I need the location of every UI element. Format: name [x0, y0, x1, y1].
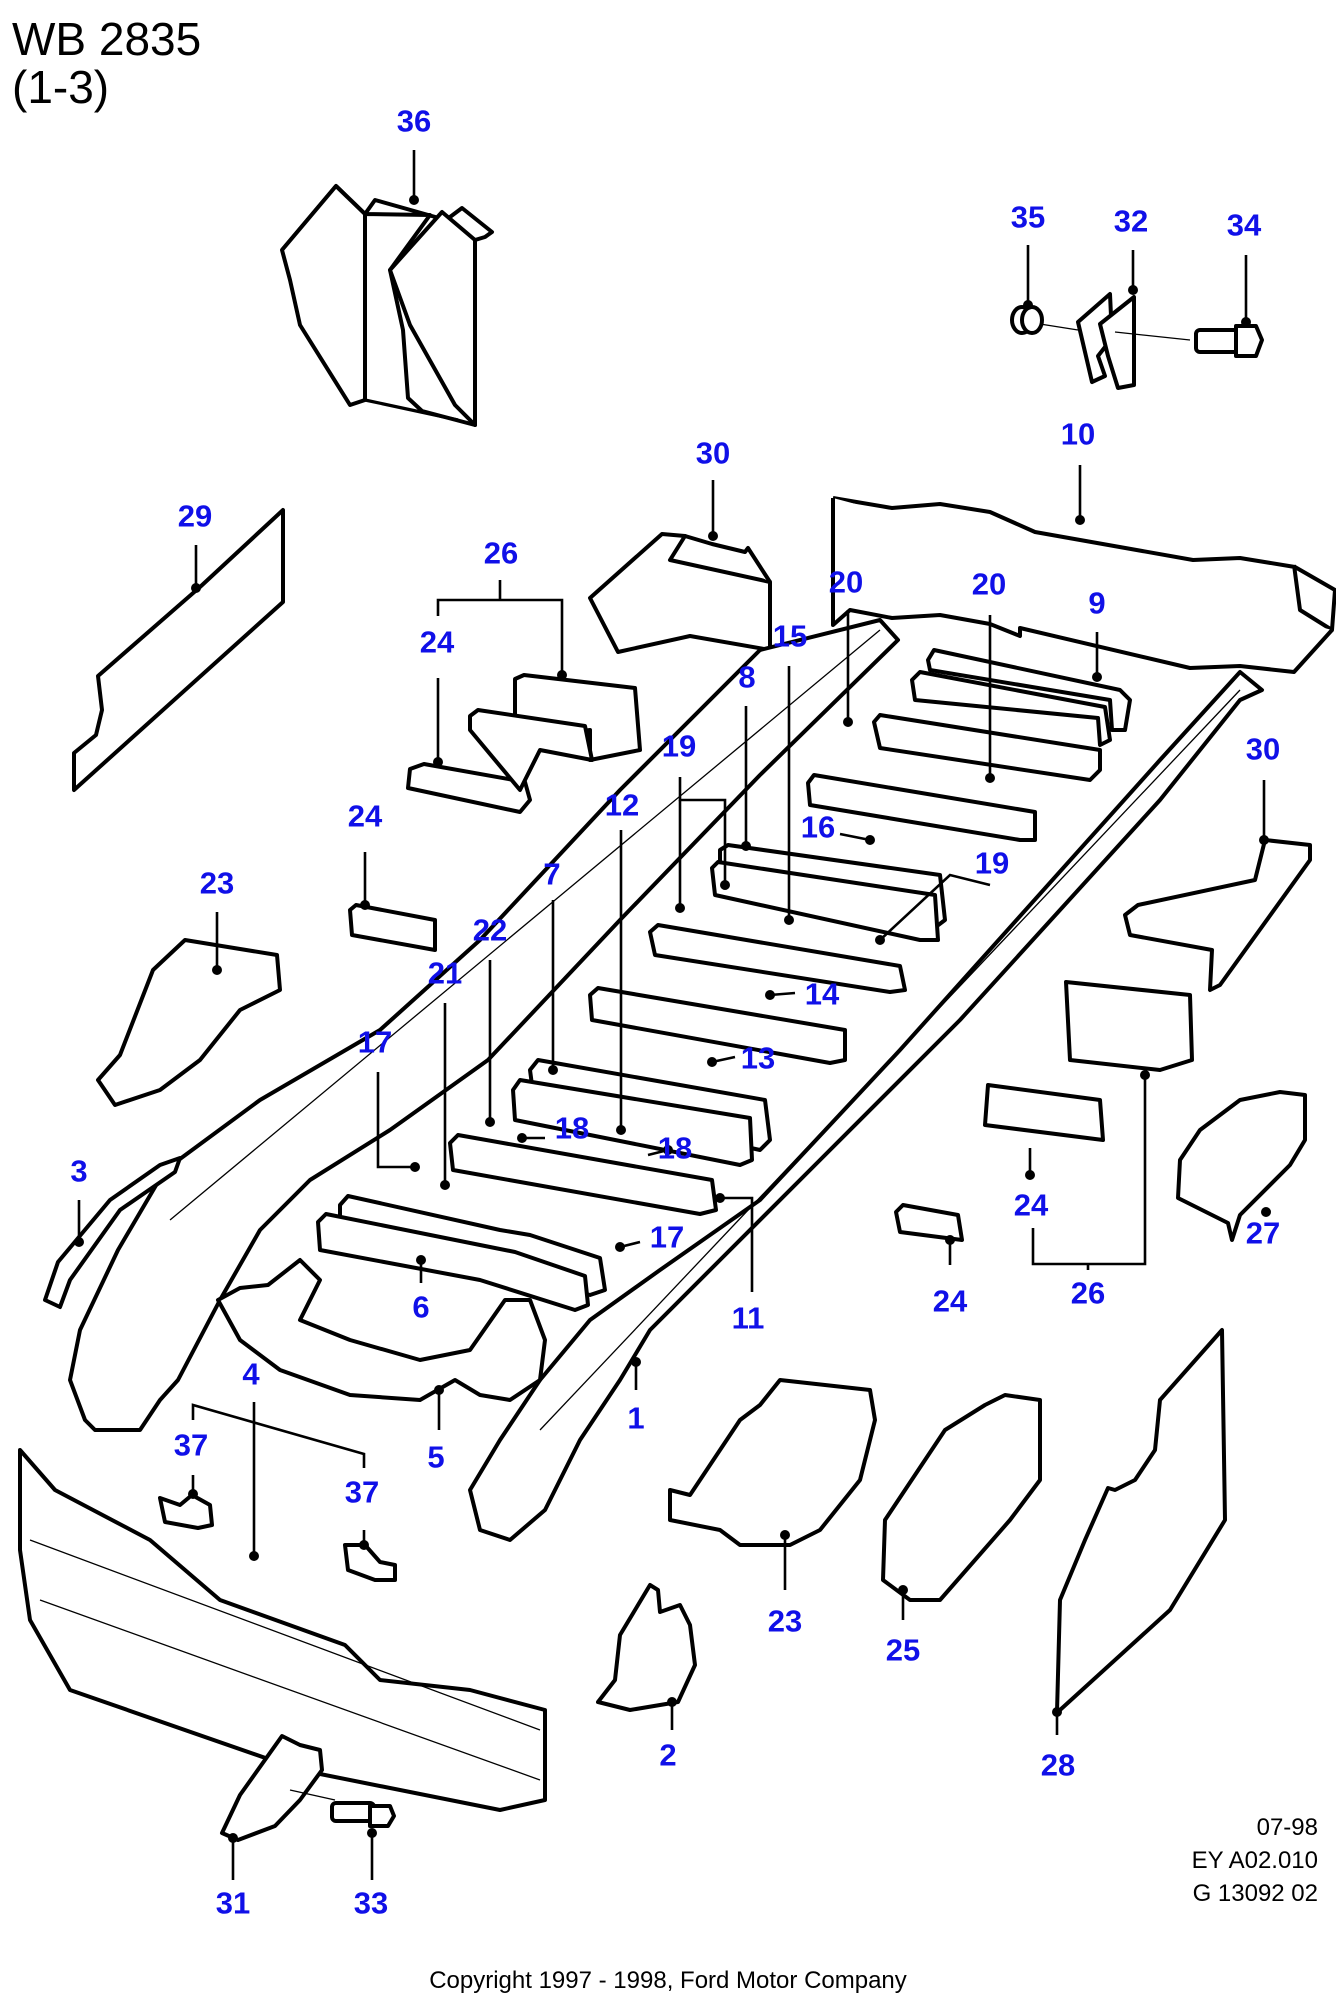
callout-19[interactable]: 19: [661, 728, 697, 764]
part-8-crossmember: [710, 843, 947, 942]
part-37-bracket-left: [158, 1493, 214, 1530]
part-27-bracket: [1176, 1090, 1307, 1242]
part-33-bolt: [330, 1801, 396, 1828]
callout-8[interactable]: 8: [738, 659, 756, 695]
callout-23[interactable]: 23: [199, 865, 235, 901]
part-29-panel: [72, 508, 285, 792]
part-34-bolt: [1194, 324, 1264, 358]
callout-24[interactable]: 24: [419, 624, 455, 660]
callout-17[interactable]: 17: [357, 1024, 393, 1060]
callout-15[interactable]: 15: [772, 618, 808, 654]
diagram-title: WB 2835: [12, 13, 202, 65]
callout-30[interactable]: 30: [1245, 731, 1281, 767]
callout-4[interactable]: 4: [242, 1356, 260, 1392]
part-31-towing-eye: [220, 1734, 336, 1842]
callout-2[interactable]: 2: [659, 1737, 677, 1773]
callout-14[interactable]: 14: [804, 976, 840, 1012]
graphic-id: G 13092 02: [1192, 1880, 1318, 1907]
callout-37[interactable]: 37: [344, 1474, 380, 1510]
part-30-crossmember-top: [588, 532, 772, 654]
callout-27[interactable]: 27: [1245, 1215, 1281, 1251]
part-23-bracket-lower: [668, 1378, 877, 1547]
part-26-crossmember-lower: [983, 980, 1194, 1142]
part-32-bracket: [1039, 292, 1191, 390]
callout-11[interactable]: 11: [731, 1300, 765, 1336]
callout-29[interactable]: 29: [177, 498, 213, 534]
callout-28[interactable]: 28: [1040, 1747, 1076, 1783]
part-10-rear-crossmember: [831, 496, 1336, 674]
callout-33[interactable]: 33: [353, 1885, 389, 1921]
part-24-bracket-small-left: [348, 903, 437, 952]
diagram-subtitle: (1-3): [12, 61, 110, 113]
part-28-side-panel: [1055, 1328, 1227, 1714]
callout-6[interactable]: 6: [412, 1289, 430, 1325]
callout-10[interactable]: 10: [1060, 416, 1096, 452]
callout-13[interactable]: 13: [740, 1040, 776, 1076]
callout-3[interactable]: 3: [70, 1153, 88, 1189]
callout-30[interactable]: 30: [695, 435, 731, 471]
callout-24[interactable]: 24: [932, 1283, 968, 1319]
part-26-crossmember-top: [406, 673, 642, 814]
part-4-front-beam: [18, 1448, 547, 1812]
revision-date: 07-98: [1256, 1814, 1318, 1841]
callout-26[interactable]: 26: [483, 535, 519, 571]
part-23-bracket-upper: [96, 938, 282, 1107]
part-crossmember-upper: [806, 713, 1102, 842]
part-6-crossmember: [316, 1194, 607, 1312]
callout-5[interactable]: 5: [427, 1439, 445, 1475]
callout-23[interactable]: 23: [767, 1603, 803, 1639]
callout-18[interactable]: 18: [657, 1130, 693, 1166]
part-35-nut: [1010, 305, 1044, 335]
callout-37[interactable]: 37: [173, 1427, 209, 1463]
callout-31[interactable]: 31: [215, 1885, 251, 1921]
part-7-crossmember: [511, 1058, 772, 1167]
callout-35[interactable]: 35: [1010, 199, 1046, 235]
callout-26[interactable]: 26: [1070, 1275, 1106, 1311]
callout-19[interactable]: 19: [974, 845, 1010, 881]
part-36-panel: [280, 184, 494, 427]
part-24-bracket-small-right: [894, 1203, 964, 1242]
callout-20[interactable]: 20: [828, 564, 864, 600]
part-3-reinforcement: [43, 1156, 182, 1309]
part-11-crossmember: [448, 1133, 718, 1216]
callout-12[interactable]: 12: [604, 787, 640, 823]
illustration-code: EY A02.010: [1191, 1847, 1318, 1874]
callout-24[interactable]: 24: [1013, 1187, 1049, 1223]
callout-36[interactable]: 36: [396, 103, 432, 139]
part-2-rail-end: [596, 1583, 697, 1712]
callout-22[interactable]: 22: [472, 912, 508, 948]
callout-9[interactable]: 9: [1088, 585, 1106, 621]
callout-7[interactable]: 7: [543, 856, 561, 892]
callout-34[interactable]: 34: [1226, 207, 1262, 243]
callout-17[interactable]: 17: [649, 1219, 685, 1255]
leader-lines: [74, 150, 1271, 1880]
part-37-bracket-right: [343, 1543, 397, 1582]
callout-25[interactable]: 25: [885, 1632, 921, 1668]
callout-24[interactable]: 24: [347, 798, 383, 834]
callout-20[interactable]: 20: [971, 566, 1007, 602]
part-5-suspension-crossmember: [216, 1258, 547, 1402]
part-1-right-side-rail: [468, 670, 1264, 1542]
callout-1[interactable]: 1: [627, 1400, 645, 1436]
part-25-bracket: [881, 1393, 1042, 1602]
copyright-notice: Copyright 1997 - 1998, Ford Motor Compan…: [429, 1967, 907, 1994]
callout-32[interactable]: 32: [1113, 203, 1149, 239]
callout-21[interactable]: 21: [427, 955, 463, 991]
part-12-crossmember: [588, 923, 907, 1065]
callout-16[interactable]: 16: [800, 809, 836, 845]
part-30-crossmember-right: [1123, 838, 1312, 992]
callout-18[interactable]: 18: [554, 1110, 590, 1146]
